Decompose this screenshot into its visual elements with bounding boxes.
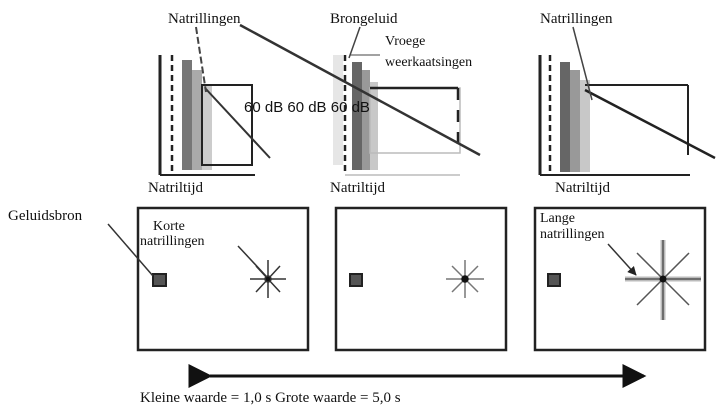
db-values-label: 60 dB 60 dB 60 dB xyxy=(244,99,370,116)
pointer-line-short xyxy=(237,245,267,277)
room-panel-middle xyxy=(334,206,508,352)
pointer-line-source xyxy=(107,223,154,277)
decay-line-middle xyxy=(239,23,481,157)
sound-source-right xyxy=(547,273,561,287)
label-brongeluid: Brongeluid xyxy=(330,11,398,27)
decay-graph-middle xyxy=(333,55,461,176)
pointer-line-middle xyxy=(348,26,361,59)
sound-source-middle xyxy=(349,273,363,287)
pointer-line-left xyxy=(195,26,207,93)
axis-label-right: Natriltijd xyxy=(555,180,610,196)
axis-label-left: Natriltijd xyxy=(148,180,203,196)
room-panel-right xyxy=(533,206,707,352)
decay-graph-left xyxy=(158,55,271,176)
label-natrillingen-right: Natrillingen xyxy=(540,11,613,27)
sound-source-left xyxy=(152,273,167,287)
medium-reverb-burst xyxy=(446,260,484,298)
label-natrillingen-left: Natrillingen xyxy=(168,11,241,27)
decay-graph-right xyxy=(538,55,716,176)
label-lange: Lange xyxy=(540,211,575,226)
label-korte: Korte xyxy=(153,219,185,234)
pointer-line-long xyxy=(607,243,637,276)
scale-caption: Kleine waarde = 1,0 s Grote waarde = 5,0… xyxy=(140,390,401,406)
long-reverb-burst xyxy=(625,240,701,320)
axis-label-middle: Natriltijd xyxy=(330,180,385,196)
label-natrillingen-long: natrillingen xyxy=(540,227,605,242)
label-weerkaatsingen: weerkaatsingen xyxy=(385,55,472,70)
pointer-line-right xyxy=(572,26,593,101)
label-vroege: Vroege xyxy=(385,34,425,49)
label-natrillingen-short: natrillingen xyxy=(140,234,205,249)
label-geluidsbron: Geluidsbron xyxy=(8,208,83,224)
room-panel-left xyxy=(136,206,310,352)
